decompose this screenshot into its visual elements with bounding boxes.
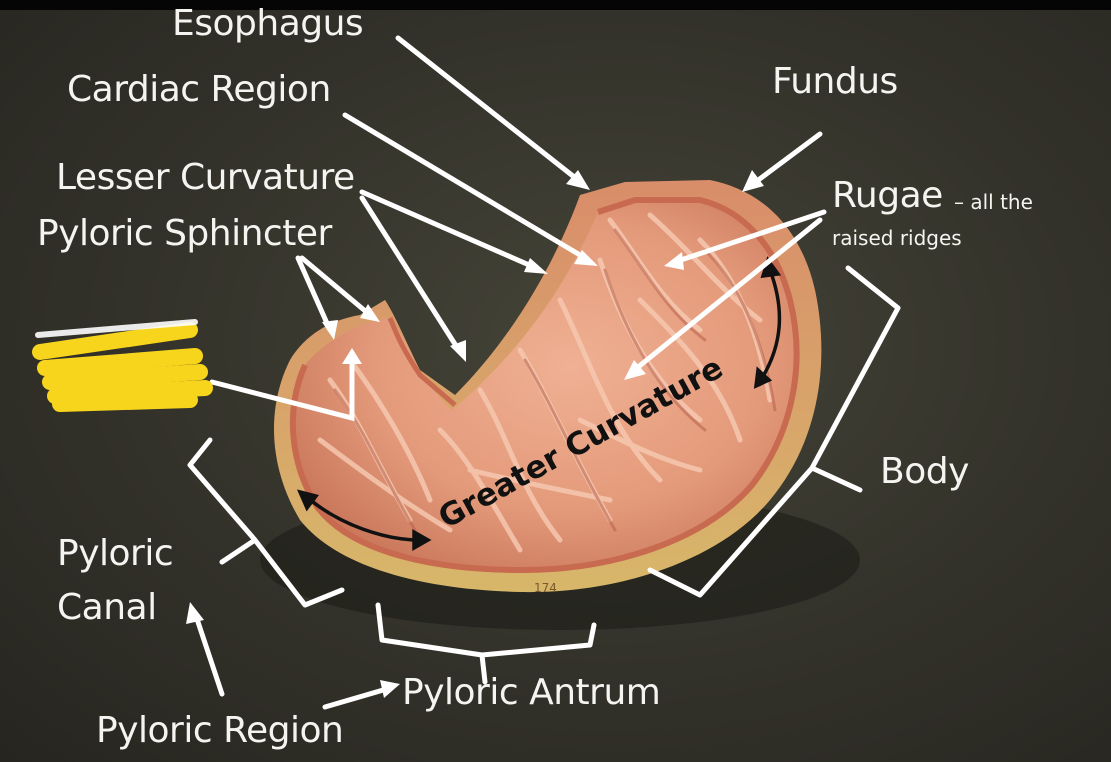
- pyloric-canal-bracket: [187, 437, 345, 608]
- fundus-arrow: [750, 131, 823, 187]
- lesser-curvature-arrow-2: [359, 195, 463, 355]
- model-inscription: 174: [534, 581, 557, 595]
- label-pyloric-region: Pyloric Region: [96, 710, 344, 751]
- label-cardiac-region: Cardiac Region: [67, 69, 331, 110]
- label-rugae-dash: – all the: [954, 190, 1033, 214]
- redaction-scribble: [32, 322, 213, 412]
- lesser-curvature-arrow-1: [359, 189, 539, 271]
- pyloric-region-arrow-1: [192, 610, 225, 697]
- greater-curvature-arrows: [296, 256, 782, 552]
- pyloric-region-arrow-2: [322, 685, 393, 710]
- rugae-shadows: [333, 228, 777, 532]
- label-pyloric-canal-line1: Pyloric: [57, 533, 174, 574]
- label-pyloric-sphincter: Pyloric Sphincter: [37, 213, 332, 254]
- annotation-arrows: [192, 35, 827, 710]
- redaction-highlight: [35, 319, 198, 338]
- label-rugae: Rugae: [832, 175, 943, 216]
- rugae-arrow-1: [672, 209, 827, 265]
- redacted-label-arrow: [209, 355, 355, 422]
- region-brackets: [187, 265, 901, 685]
- label-lesser-curvature: Lesser Curvature: [56, 157, 355, 198]
- esophagus-arrow: [395, 35, 581, 183]
- label-body: Body: [880, 451, 969, 492]
- sphincter-ridge: [387, 317, 457, 407]
- label-rugae-note: raised ridges: [832, 226, 962, 250]
- label-fundus: Fundus: [772, 61, 898, 102]
- label-pyloric-antrum: Pyloric Antrum: [402, 672, 661, 713]
- cut-edge: [289, 197, 800, 574]
- rugae-arrow-2: [629, 217, 823, 375]
- pyloric-sphincter-arrow-2: [299, 255, 373, 318]
- label-esophagus: Esophagus: [172, 3, 364, 44]
- pyloric-sphincter-arrow-1: [295, 255, 333, 333]
- cardiac-arrow: [342, 112, 588, 261]
- pyloric-antrum-bracket: [375, 602, 597, 685]
- arrow-heads: [186, 170, 764, 698]
- body-bracket: [647, 265, 901, 598]
- label-pyloric-canal-line2: Canal: [57, 587, 157, 628]
